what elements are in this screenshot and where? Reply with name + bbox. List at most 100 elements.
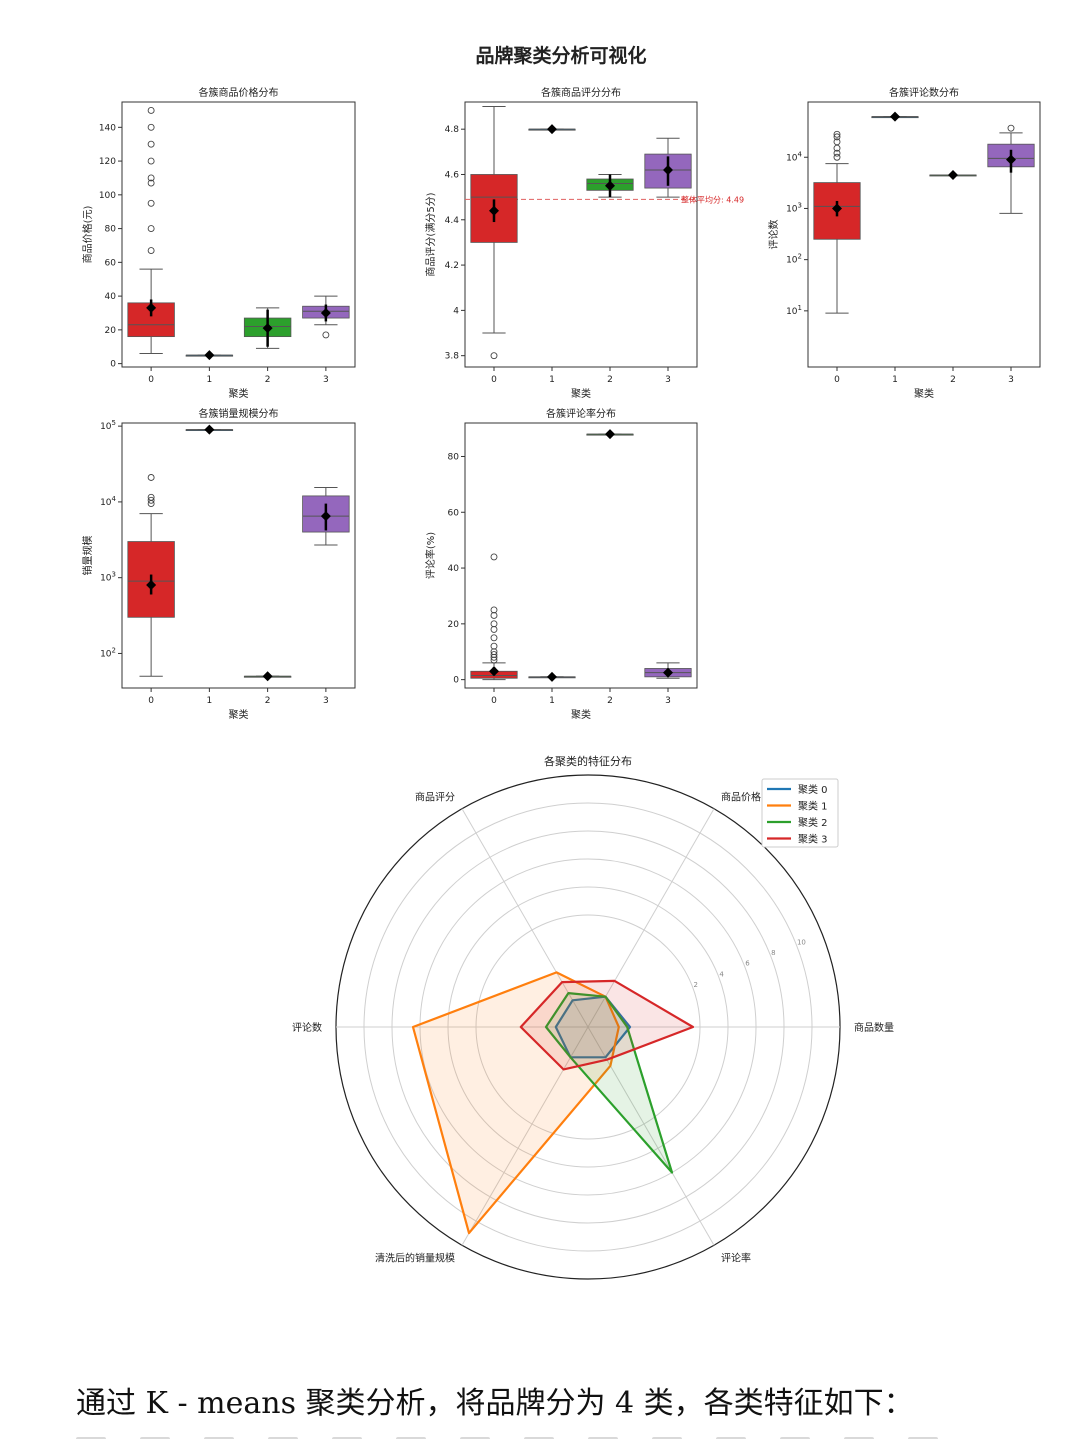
x-tick-label: 2 (607, 375, 613, 385)
box-cluster-2 (929, 170, 977, 181)
radar-r-tick-label: 10 (797, 938, 806, 946)
mean-marker (663, 667, 673, 678)
radar-area-3 (520, 980, 693, 1070)
outlier-point (490, 606, 498, 614)
box-cluster-2 (243, 671, 292, 682)
mean-marker (605, 429, 615, 440)
plot-frame (464, 422, 698, 689)
box-cluster-1 (185, 350, 234, 361)
radar-axis-label: 清洗后的销量规模 (375, 1251, 455, 1264)
x-tick-label: 1 (549, 375, 555, 385)
mean-marker (262, 323, 273, 334)
x-tick-label: 2 (607, 696, 613, 706)
box-cluster-1 (528, 671, 576, 682)
mean-marker (890, 111, 900, 122)
y-tick-label: 20 (448, 620, 460, 630)
panel-title: 各簇评论数分布 (889, 86, 959, 99)
box-cluster-2 (243, 307, 292, 349)
x-tick-label: 2 (265, 375, 271, 385)
x-tick-label: 0 (148, 696, 154, 706)
y-tick-label: 104 (786, 150, 802, 163)
outlier-point (147, 474, 155, 481)
mean-marker (832, 203, 842, 214)
box-cluster-0 (127, 106, 175, 354)
y-axis-label: 商品价格(元) (81, 206, 94, 264)
box-cluster-1 (185, 424, 234, 435)
y-tick-label: 20 (105, 326, 117, 336)
panel-title: 各簇评论率分布 (546, 407, 616, 420)
legend-label: 聚类 0 (798, 783, 828, 796)
y-tick-label: 103 (100, 571, 116, 584)
plot-frame (121, 101, 356, 368)
box-cluster-1 (871, 111, 919, 122)
outlier-point (490, 625, 498, 633)
outlier-point (1007, 124, 1015, 132)
box-body (127, 302, 175, 338)
x-tick-label: 1 (207, 375, 213, 385)
mean-marker (489, 666, 499, 677)
box-cluster-3 (644, 137, 692, 198)
outlier-point (490, 651, 498, 658)
x-tick-label: 2 (950, 375, 956, 385)
y-axis-label: 商品评分(满分5分) (424, 192, 437, 276)
outlier-point (147, 247, 155, 254)
radar-r-tick-label: 6 (745, 960, 750, 968)
outlier-point (147, 179, 155, 187)
mean-marker (663, 164, 673, 175)
x-tick-label: 0 (834, 375, 840, 385)
y-tick-label: 103 (786, 201, 802, 214)
legend-frame (761, 778, 839, 848)
outlier-point (490, 553, 498, 561)
radar-r-tick-label: 2 (693, 981, 697, 989)
y-tick-label: 0 (453, 676, 459, 686)
radar-axis-label: 商品价格 (721, 791, 761, 804)
radar-axis-label: 评论率 (721, 1251, 751, 1264)
panel-title: 各簇销量规模分布 (199, 407, 279, 420)
mean-marker (948, 170, 958, 181)
x-tick-label: 1 (892, 375, 898, 385)
outlier-point (147, 496, 155, 504)
x-tick-label: 3 (323, 375, 329, 385)
radar-spoke (587, 808, 715, 1028)
y-tick-label: 40 (105, 292, 117, 302)
plot-frame (464, 101, 698, 368)
y-tick-label: 4.6 (445, 170, 460, 180)
panel-title: 各簇商品评分分布 (541, 86, 621, 99)
y-tick-label: 4 (453, 306, 459, 316)
figure-title: 品牌聚类分析可视化 (475, 44, 646, 67)
y-tick-label: 4.4 (445, 216, 460, 226)
y-tick-label: 60 (105, 258, 117, 268)
x-axis-label: 聚类 (229, 708, 249, 721)
mean-marker (1006, 154, 1016, 165)
x-axis-label: 聚类 (914, 387, 934, 400)
radar-r-tick-label: 4 (719, 970, 724, 978)
plot-frame (807, 101, 1041, 368)
legend-label: 聚类 1 (798, 800, 828, 813)
outlier-point (490, 620, 498, 628)
outlier-point (147, 174, 155, 182)
x-tick-label: 3 (665, 375, 671, 385)
y-tick-label: 40 (448, 564, 460, 574)
box-cluster-3 (644, 662, 692, 679)
box-cluster-0 (470, 106, 518, 360)
radar-line-3 (519, 979, 695, 1071)
y-tick-label: 80 (105, 225, 117, 235)
mean-marker (320, 307, 331, 318)
radar-area-1 (413, 972, 619, 1234)
x-tick-label: 3 (665, 696, 671, 706)
radar-axis-label: 商品评分 (415, 791, 455, 804)
y-tick-label: 104 (100, 495, 116, 508)
outlier-point (833, 149, 841, 157)
outlier-point (147, 123, 155, 131)
mean-marker (146, 580, 157, 591)
outlier-point (833, 153, 841, 161)
box-cluster-3 (302, 486, 350, 546)
x-tick-label: 0 (491, 696, 497, 706)
y-tick-label: 100 (99, 191, 116, 201)
x-axis-label: 聚类 (229, 387, 249, 400)
x-tick-label: 2 (265, 696, 271, 706)
